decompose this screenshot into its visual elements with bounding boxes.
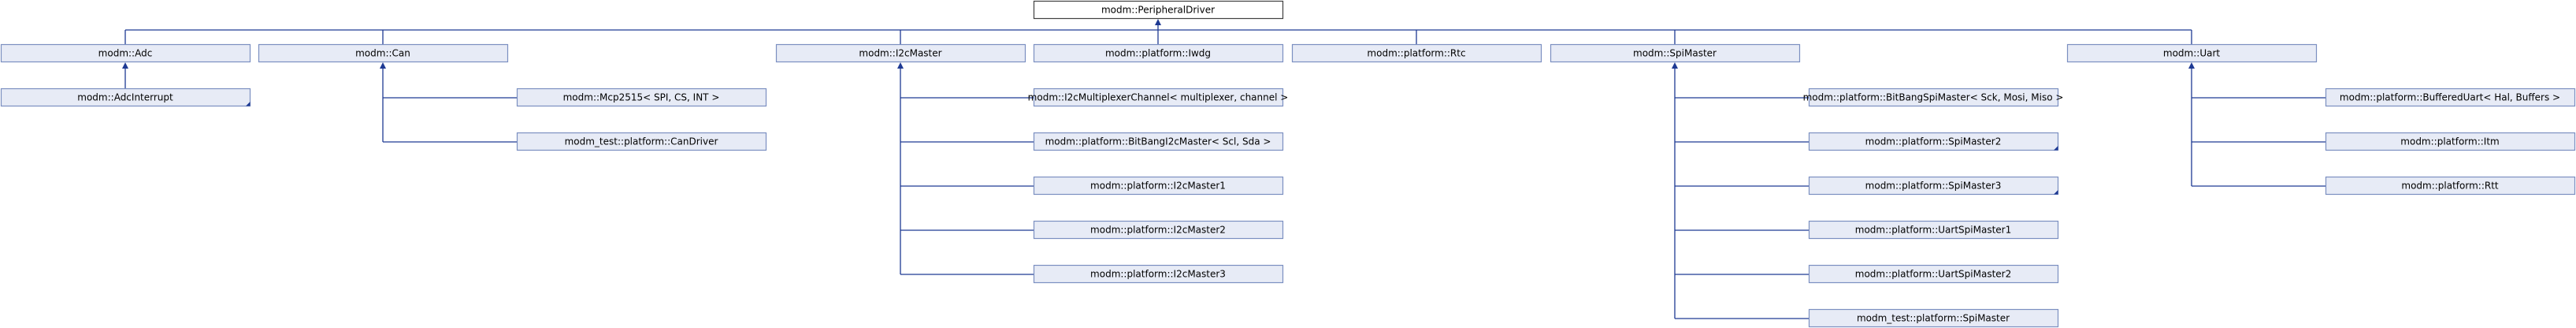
- class-label: modm::I2cMaster: [859, 48, 941, 59]
- class-label: modm::Can: [355, 48, 410, 59]
- truncated-corner-icon: [2054, 190, 2058, 195]
- class-label: modm::platform::Rtt: [2401, 181, 2499, 192]
- class-box: [1550, 43, 1801, 63]
- parent-arrow-icon-spimaster: [1672, 62, 1678, 69]
- class-box: [0, 43, 251, 63]
- class-box: [1808, 264, 2059, 284]
- class-node-can[interactable]: modm::Can: [258, 43, 509, 63]
- class-box: [1808, 308, 2059, 328]
- parent-arrow-icon-uart: [2188, 62, 2195, 69]
- diagram-edges: [122, 19, 2325, 319]
- class-label: modm_test::platform::SpiMaster: [1857, 313, 2010, 324]
- class-node-uartspi2[interactable]: modm::platform::UartSpiMaster2: [1808, 264, 2059, 284]
- class-label: modm::platform::I2cMaster2: [1090, 225, 1226, 236]
- class-box: [1033, 0, 1284, 20]
- root-arrow-icon: [1155, 19, 1161, 25]
- class-label: modm::platform::UartSpiMaster2: [1855, 269, 2011, 280]
- class-label: modm::platform::Itm: [2400, 136, 2499, 147]
- class-node-rtc[interactable]: modm::platform::Rtc: [1291, 43, 1542, 63]
- class-node-buffereduart[interactable]: modm::platform::BufferedUart< Hal, Buffe…: [2325, 88, 2576, 107]
- class-label: modm::AdcInterrupt: [77, 92, 173, 103]
- class-label: modm::platform::Rtc: [1367, 48, 1465, 59]
- class-node-iwdg[interactable]: modm::platform::Iwdg: [1033, 43, 1284, 63]
- class-box: [1033, 264, 1284, 284]
- class-node-adc[interactable]: modm::Adc: [0, 43, 251, 63]
- class-box: [1808, 176, 2059, 196]
- class-box: [516, 88, 767, 107]
- class-label: modm::Adc: [98, 48, 153, 59]
- class-box: [1033, 43, 1284, 63]
- class-node-i2cmux[interactable]: modm::I2cMultiplexerChannel< multiplexer…: [1028, 88, 1289, 107]
- class-box: [775, 43, 1026, 63]
- class-label: modm::platform::BufferedUart< Hal, Buffe…: [2340, 92, 2560, 103]
- class-label: modm::Mcp2515< SPI, CS, INT >: [563, 92, 720, 103]
- class-box: [1033, 88, 1284, 107]
- class-label: modm::Uart: [2163, 48, 2220, 59]
- class-node-uart[interactable]: modm::Uart: [2066, 43, 2318, 63]
- class-box: [1808, 88, 2059, 107]
- class-node-bitbangspi[interactable]: modm::platform::BitBangSpiMaster< Sck, M…: [1803, 88, 2064, 107]
- class-node-spimaster[interactable]: modm::SpiMaster: [1550, 43, 1801, 63]
- class-label: modm::platform::Iwdg: [1105, 48, 1211, 59]
- class-label: modm::I2cMultiplexerChannel< multiplexer…: [1028, 92, 1289, 103]
- class-node-spimaster3[interactable]: modm::platform::SpiMaster3: [1808, 176, 2059, 196]
- class-node-root[interactable]: modm::PeripheralDriver: [1033, 0, 1284, 20]
- class-box: [2066, 43, 2318, 63]
- class-box: [0, 88, 251, 107]
- parent-arrow-icon-can: [380, 62, 386, 69]
- class-box: [1033, 132, 1284, 151]
- truncated-corner-icon: [2054, 146, 2058, 151]
- class-label: modm::platform::I2cMaster3: [1090, 269, 1226, 280]
- class-node-mcp2515[interactable]: modm::Mcp2515< SPI, CS, INT >: [516, 88, 767, 107]
- class-box: [1808, 220, 2059, 240]
- class-label: modm::platform::SpiMaster2: [1865, 136, 2002, 147]
- class-box: [516, 132, 767, 151]
- class-node-i2cmaster2[interactable]: modm::platform::I2cMaster2: [1033, 220, 1284, 240]
- class-node-i2cmaster[interactable]: modm::I2cMaster: [775, 43, 1026, 63]
- class-box: [2325, 132, 2576, 151]
- class-node-candriver[interactable]: modm_test::platform::CanDriver: [516, 132, 767, 151]
- truncated-corner-icon: [246, 102, 251, 106]
- class-box: [2325, 176, 2576, 196]
- class-label: modm_test::platform::CanDriver: [565, 136, 718, 147]
- parent-arrow-icon-adc: [122, 62, 128, 69]
- class-node-testspi[interactable]: modm_test::platform::SpiMaster: [1808, 308, 2059, 328]
- class-node-bitbangi2c[interactable]: modm::platform::BitBangI2cMaster< Scl, S…: [1033, 132, 1284, 151]
- class-node-i2cmaster1[interactable]: modm::platform::I2cMaster1: [1033, 176, 1284, 196]
- class-box: [1291, 43, 1542, 63]
- class-label: modm::platform::SpiMaster3: [1865, 181, 2002, 192]
- class-node-adcinterrupt[interactable]: modm::AdcInterrupt: [0, 88, 251, 107]
- class-label: modm::platform::BitBangI2cMaster< Scl, S…: [1045, 136, 1271, 147]
- class-box: [2325, 88, 2576, 107]
- class-node-spimaster2[interactable]: modm::platform::SpiMaster2: [1808, 132, 2059, 151]
- class-node-itm[interactable]: modm::platform::Itm: [2325, 132, 2576, 151]
- class-label: modm::platform::BitBangSpiMaster< Sck, M…: [1803, 92, 2064, 103]
- class-box: [1033, 220, 1284, 240]
- class-node-i2cmaster3[interactable]: modm::platform::I2cMaster3: [1033, 264, 1284, 284]
- class-node-rtt[interactable]: modm::platform::Rtt: [2325, 176, 2576, 196]
- class-box: [1033, 176, 1284, 196]
- class-box: [1808, 132, 2059, 151]
- class-label: modm::platform::I2cMaster1: [1090, 181, 1226, 192]
- class-label: modm::SpiMaster: [1633, 48, 1717, 59]
- class-box: [258, 43, 509, 63]
- class-label: modm::PeripheralDriver: [1101, 5, 1215, 16]
- class-label: modm::platform::UartSpiMaster1: [1855, 225, 2011, 236]
- parent-arrow-icon-i2cmaster: [897, 62, 904, 69]
- class-node-uartspi1[interactable]: modm::platform::UartSpiMaster1: [1808, 220, 2059, 240]
